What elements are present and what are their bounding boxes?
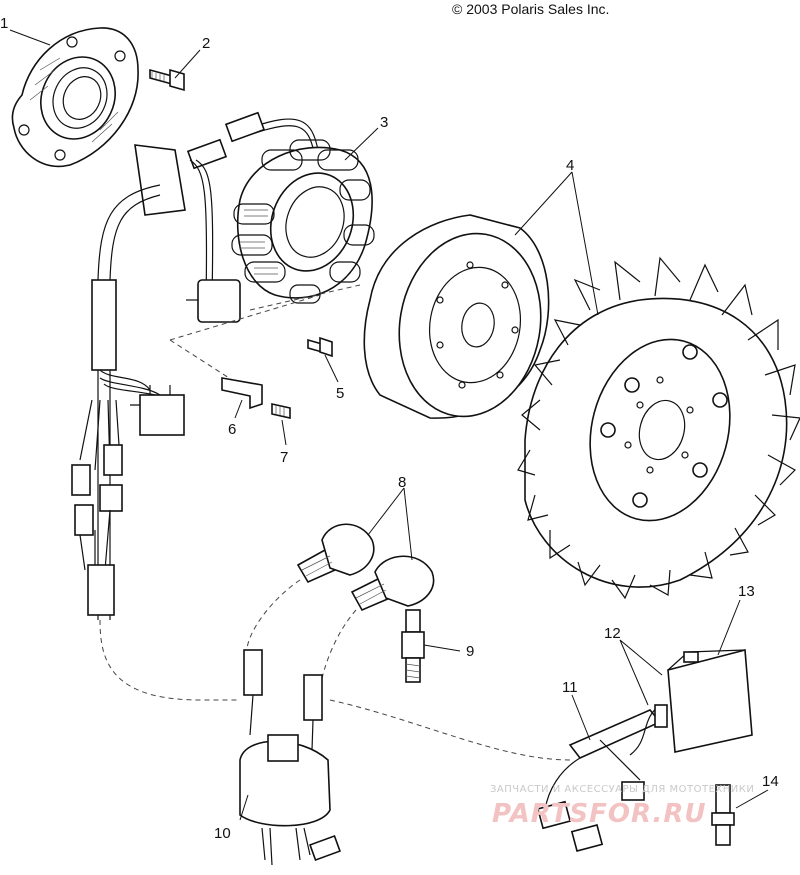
part-9-spark-plug: [401, 609, 425, 683]
copyright-notice: © 2003 Polaris Sales Inc.: [452, 1, 609, 17]
watermark-tagline: ЗАПЧАСТИ И АКСЕССУАРЫ ДЛЯ МОТОТЕХНИКИ: [490, 784, 754, 795]
callout-10: 10: [214, 825, 231, 842]
callout-12: 12: [604, 625, 621, 642]
callout-6: 6: [228, 421, 236, 438]
watermark-logo: PARTSFOR.RU: [492, 799, 706, 829]
callout-7: 7: [280, 449, 288, 466]
part-10-ignition-coil: [239, 649, 341, 866]
watermark: ЗАПЧАСТИ И АКСЕССУАРЫ ДЛЯ МОТОТЕХНИКИ PA…: [490, 784, 754, 829]
callout-labels: 1 2 3 4 5 6 7 8 9 10 11 12 13 14: [0, 15, 779, 842]
part-7-screw: [271, 403, 291, 419]
part-14-sensor: [711, 784, 735, 846]
callout-9: 9: [466, 643, 474, 660]
callout-1: 1: [0, 15, 8, 32]
part-6-clip: [221, 377, 263, 410]
callout-14: 14: [762, 773, 779, 790]
part-5-screw: [307, 336, 333, 358]
callout-2: 2: [202, 35, 210, 52]
callout-4: 4: [566, 157, 574, 174]
part-1-stator-plate: [11, 27, 139, 168]
part-13-voltage-regulator: [629, 648, 753, 756]
callout-8: 8: [398, 474, 406, 491]
part-11-cdi-module: [329, 699, 662, 853]
callout-13: 13: [738, 583, 755, 600]
callout-11: 11: [562, 679, 578, 696]
callout-3: 3: [380, 114, 388, 131]
part-3-stator: [169, 139, 375, 386]
part-2-bolt: [149, 68, 185, 92]
stator-wire-harness: [71, 111, 319, 701]
part-4-flywheel: [363, 214, 800, 600]
callout-leader-lines: [9, 29, 769, 821]
callout-5: 5: [336, 385, 344, 402]
